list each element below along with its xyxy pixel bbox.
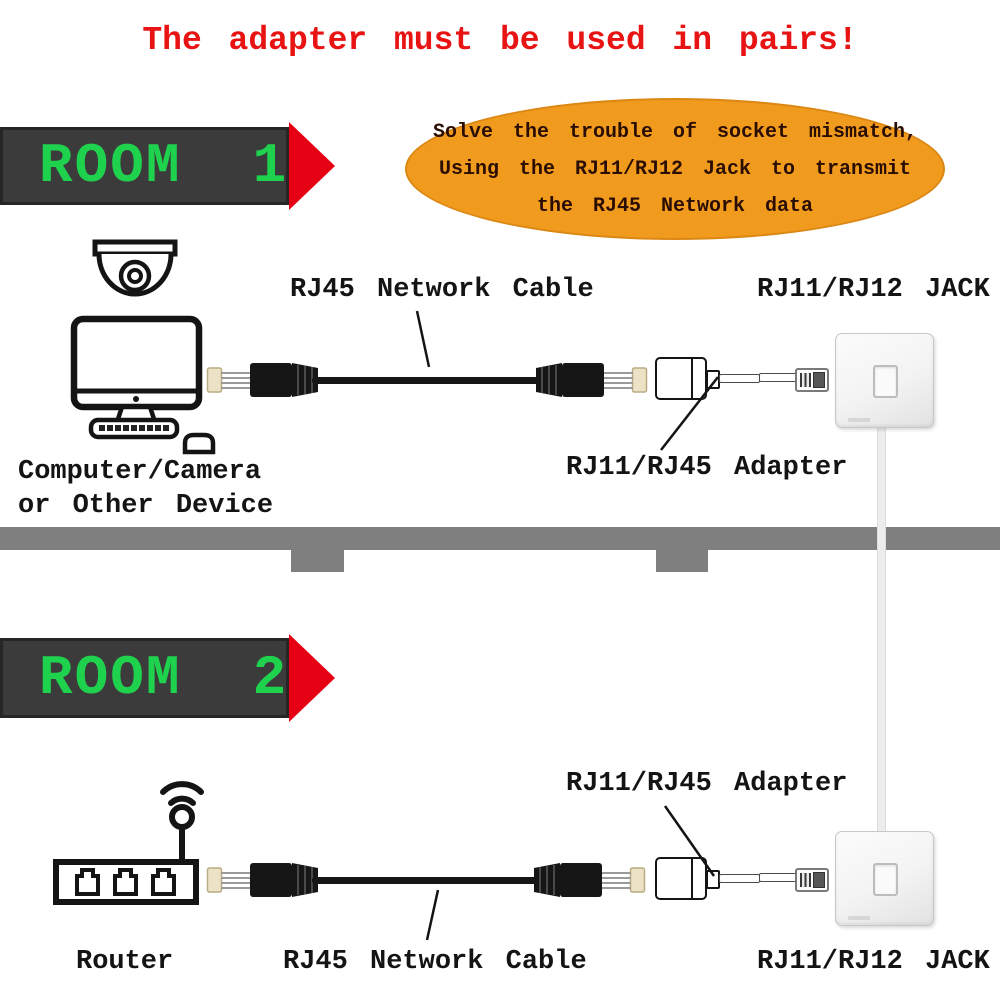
device-label-line1: Computer/Camera <box>18 457 262 487</box>
adapter-seam <box>691 859 693 898</box>
rj11-plug-icon <box>795 368 829 392</box>
desktop-computer-icon <box>58 312 218 457</box>
room1-banner: ROOM 1 <box>0 127 289 205</box>
adapter-wire <box>759 373 799 382</box>
network-cable <box>312 377 542 384</box>
room1-right-arrow-icon <box>289 122 335 210</box>
router-label: Router <box>76 947 174 977</box>
rj45-connector-icon <box>534 860 646 900</box>
wall-divider-tab <box>656 549 708 572</box>
rj11-plug-icon <box>795 868 829 892</box>
room2-right-arrow-icon <box>289 634 335 722</box>
room1-cable-label: RJ45 Network Cable <box>290 275 594 305</box>
room2-banner: ROOM 2 <box>0 638 289 718</box>
bubble-line-1: Solve the trouble of socket mismatch, <box>432 120 918 144</box>
adapter-wire <box>719 874 760 883</box>
wall-jack-plate-icon <box>835 333 934 428</box>
room1-banner-label: ROOM 1 <box>39 134 289 198</box>
wall-divider <box>0 527 1000 550</box>
brand-mark <box>848 916 870 920</box>
room2-cable-label: RJ45 Network Cable <box>283 947 587 977</box>
plug-body <box>813 872 825 888</box>
rj45-connector-icon <box>206 360 318 400</box>
in-wall-cable <box>877 427 886 834</box>
adapter-wire <box>719 374 760 383</box>
wall-jack-plate-icon <box>835 831 934 926</box>
wall-divider-tab <box>291 549 344 572</box>
room2-banner-label: ROOM 2 <box>39 646 289 710</box>
rj45-connector-icon <box>536 360 648 400</box>
jack-port <box>873 863 898 896</box>
bubble-line-3: the RJ45 Network data <box>536 194 814 218</box>
device-label-line2: or Other Device <box>18 491 274 521</box>
callout-bubble: Solve the trouble of socket mismatch, Us… <box>405 98 945 240</box>
adapter-tab <box>706 370 720 389</box>
plug-contacts <box>800 873 811 887</box>
adapter-body <box>655 857 707 900</box>
adapter-tab <box>706 870 720 889</box>
rj45-connector-icon <box>206 860 318 900</box>
wifi-router-icon <box>45 762 205 907</box>
page-title: The adapter must be used in pairs! <box>142 22 858 59</box>
adapter-body <box>655 357 707 400</box>
room1-jack-label: RJ11/RJ12 JACK <box>757 275 990 305</box>
dome-camera-icon <box>88 238 183 304</box>
adapter-seam <box>691 359 693 398</box>
adapter-wire <box>759 873 799 882</box>
bubble-line-2: Using the RJ11/RJ12 Jack to transmit <box>438 157 912 181</box>
brand-mark <box>848 418 870 422</box>
jack-port <box>873 365 898 398</box>
room2-jack-label: RJ11/RJ12 JACK <box>757 947 990 977</box>
room2-adapter-label: RJ11/RJ45 Adapter <box>566 769 848 799</box>
network-cable <box>312 877 540 884</box>
room1-adapter-label: RJ11/RJ45 Adapter <box>566 453 848 483</box>
plug-contacts <box>800 373 811 387</box>
plug-body <box>813 372 825 388</box>
